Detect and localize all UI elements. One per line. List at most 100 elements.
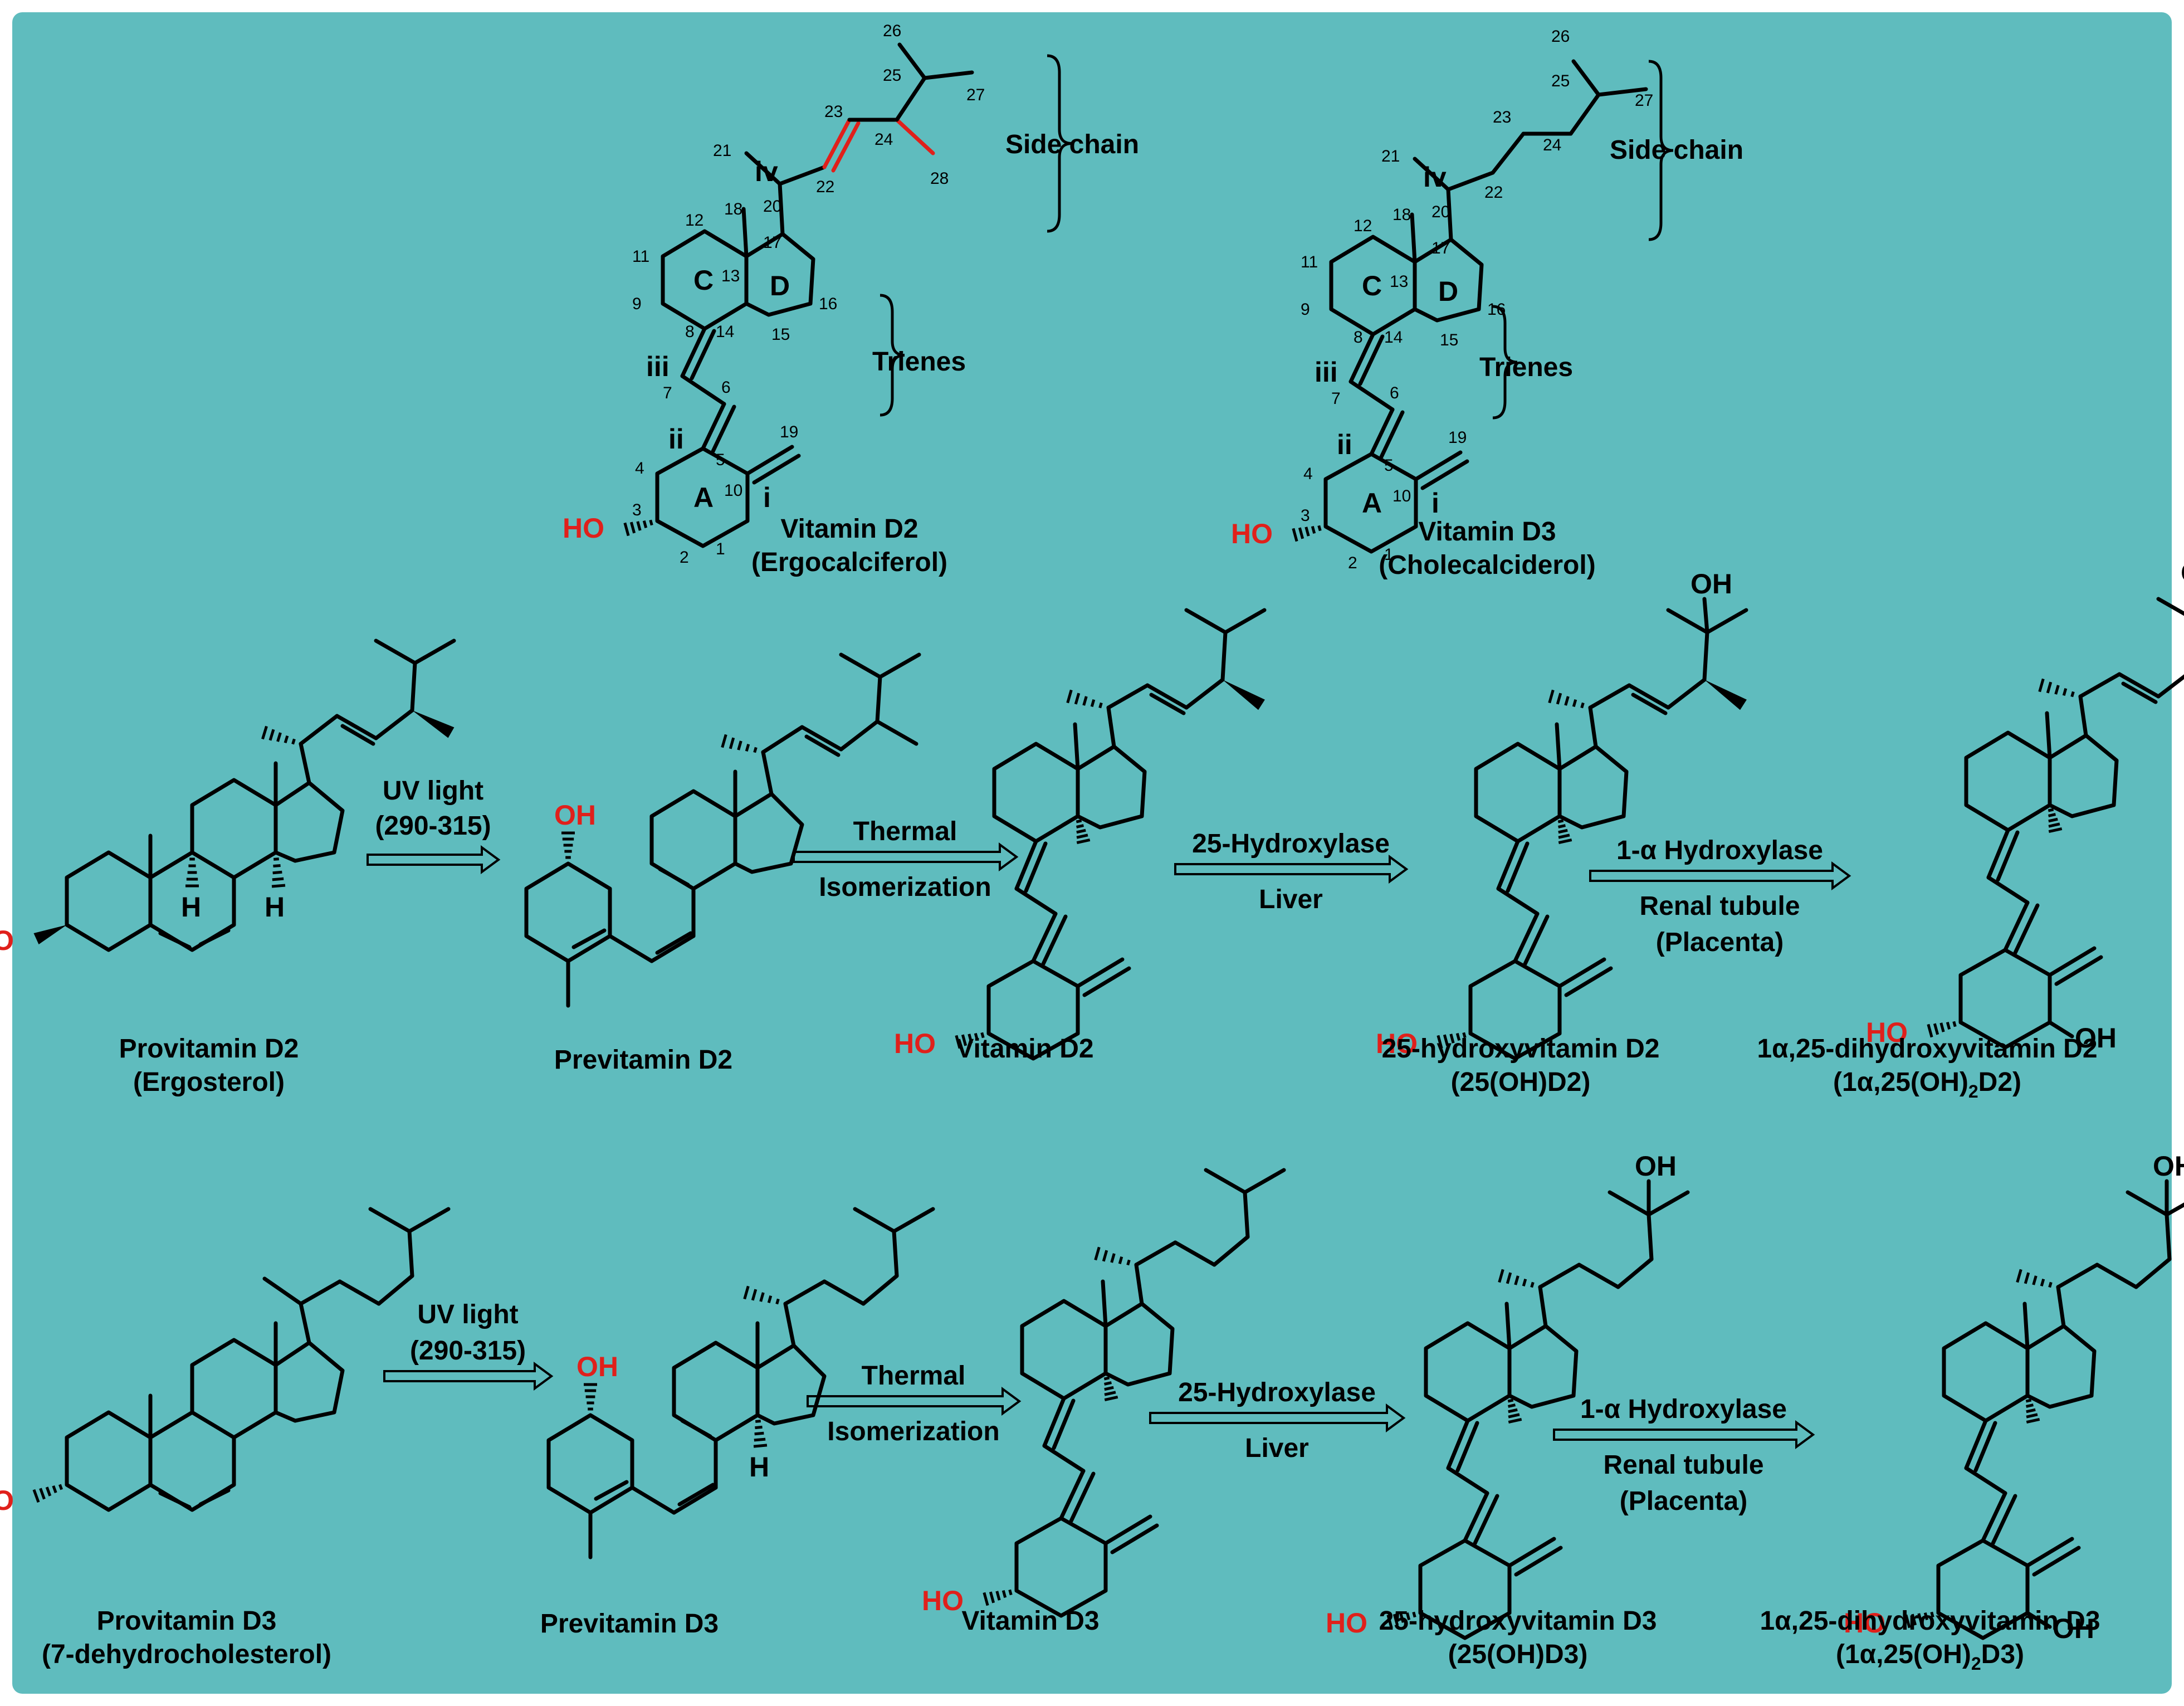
methylene-19 [745,445,794,476]
top-hydroxyl-label: OH [2181,557,2184,588]
bond-25-26 [839,652,882,679]
ring-d [273,1341,345,1423]
methyl-18 [1555,722,1562,771]
atom-number-1: 1 [716,540,725,558]
ring-label-a: A [1362,488,1382,519]
methyl-21-hash [2038,678,2075,698]
ho-hash [32,1484,63,1503]
methyl-18 [1101,1279,1108,1328]
bond-25-27 [1646,1190,1690,1217]
ring-label-c: C [693,265,714,296]
row-d2-arrow-2-top-label: Thermal [853,817,957,846]
atom-number-8: 8 [1354,328,1363,347]
roman-ii: ii [1337,429,1352,460]
bond-6-5 [1513,912,1540,963]
bond-8-7 [1964,1419,1988,1470]
roman-i: i [1431,488,1439,519]
bond-22-23 [1145,683,1189,710]
bond-8-7b [1358,334,1385,386]
methyl-21-hash [1094,1246,1131,1266]
ring-a [1958,948,2052,1050]
hydroxyl-label: OH [554,800,596,831]
bond-6-5 [701,402,726,451]
methyl-28-wedge [1223,680,1265,710]
atom-number-23: 23 [1493,108,1511,126]
hydroxyl-label: HO [563,513,604,544]
atom-number-4: 4 [635,459,644,477]
db-ring-b [658,867,690,887]
bond-22-23 [800,725,843,752]
bond-7 [672,1485,718,1515]
roman-iii: iii [646,351,670,382]
methyl-28 [875,719,918,746]
top-hydroxyl-label: OH [1690,568,1732,599]
row-d2-arrow-4-bottom-label: Renal tubule [1639,891,1800,921]
methyl-21-hash [1548,689,1585,709]
h-label-14: H [265,891,285,923]
ring-d [2048,733,2119,818]
atom-number-23: 23 [824,103,843,121]
methylene-b [2032,1546,2081,1577]
methyl-21-hash [1066,689,1103,709]
db-7-8 [198,1488,231,1507]
bond-24-25 [1243,1190,1250,1239]
h-hash [1103,1376,1118,1402]
hydroxyl-label: HO [1866,1017,1908,1048]
bond-6-5b [1473,1494,1499,1546]
atom-number-9: 9 [1301,300,1310,319]
top-d2-name: Vitamin D2 [780,514,918,544]
bond-22-23 [822,1279,866,1306]
atom-number-1: 1 [1384,545,1394,564]
bond-8-7 [1446,1419,1470,1470]
roman-iii: iii [1315,357,1338,388]
ho-hash [1437,1032,1467,1049]
methyl-18 [741,207,749,259]
ring-c [1474,742,1562,844]
bond-23-24 [1666,677,1707,710]
row-d2-compound-4-alt-name: (25(OH)D2) [1451,1068,1591,1097]
bond-8-7b [1024,841,1048,893]
bond-17-20 [761,750,774,796]
ring-d [1103,1302,1175,1387]
dihydroxyvitamin-d3-structure: HOOHOH [1844,1151,2184,1644]
methyl-21-hash [1498,1269,1535,1288]
bond-17-20 [1446,187,1453,242]
atom-number-19: 19 [1448,428,1467,447]
atom-number-25: 25 [1551,72,1570,90]
methylene-b [1082,966,1131,997]
hydroxyl-label: OH [576,1351,618,1382]
row-d2-compound-3-name: Vitamin D2 [956,1034,1093,1064]
h-hash [2025,1398,2040,1424]
atom-number-6: 6 [1390,384,1399,402]
bond-25-oh [1702,597,1709,635]
row-d3-arrow-3-top-label: 25-Hydroxylase [1178,1378,1376,1407]
bond-6-5b [1379,410,1405,459]
db-7-8 [198,928,231,947]
bond-23-24 [1184,677,1225,710]
bond-25-26 [1666,608,1709,635]
bond-24-25 [410,661,417,713]
methyl-21-hash [743,1285,780,1305]
h-label-9: H [181,891,201,923]
ring-d [2025,1324,2097,1409]
atom-number-20: 20 [763,197,781,216]
ring-label-d: D [770,270,790,301]
bond-7-6 [1986,875,2030,905]
bond-25-27 [878,652,921,679]
bond-25-26 [1608,1190,1651,1217]
h-hash [1507,1398,1522,1424]
bond-17-20 [1588,705,1598,749]
bond-25-26 [1184,608,1228,635]
ring-c [1020,1299,1108,1401]
bond-25-27 [407,1207,451,1234]
bond-25-27 [1223,608,1267,635]
bond-8-7 [1986,828,2010,880]
row-d2-arrow-4 [1589,861,1851,890]
row-d2-arrow-1 [367,845,501,874]
row-d3-compound-5-name: 1α,25-dihydroxyvitamin D3 [1760,1606,2100,1636]
hydroxyl-label: HO [1844,1607,1885,1639]
bond-6 [608,934,654,963]
row-d3-arrow-1 [383,1362,554,1391]
bond-20-22 [761,725,804,754]
